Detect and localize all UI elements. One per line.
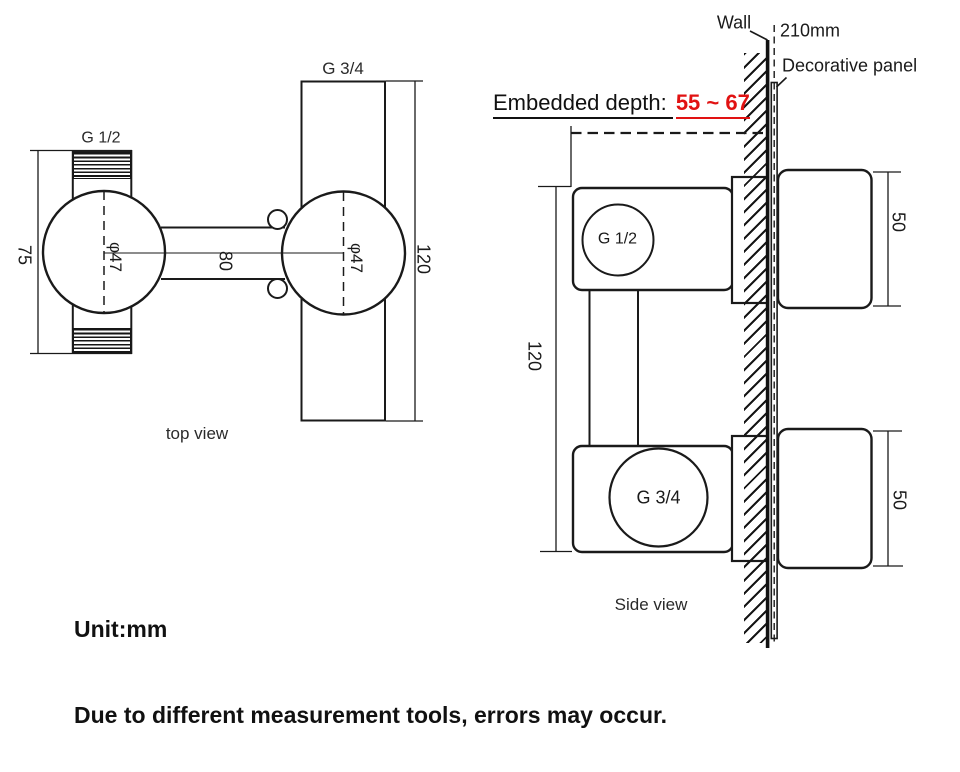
upper-port-circle <box>581 203 655 277</box>
screw-circle-bottom <box>267 278 288 299</box>
lower-port-circle <box>608 447 709 548</box>
upper-port-label: G 1/2 <box>597 230 638 248</box>
dim-80-label: 80 <box>215 250 236 272</box>
dim-75-label: 75 <box>14 244 35 266</box>
panel-length-label: 210mm <box>780 20 841 41</box>
dim-50-lower-lines <box>873 430 903 567</box>
dim-50-upper-label: 50 <box>888 211 909 233</box>
top-view-drawing <box>30 80 423 422</box>
screw-circle-top <box>267 209 288 230</box>
wall-section-line <box>765 40 770 648</box>
upper-knob <box>776 168 873 310</box>
unit-note: Unit:mm <box>74 616 168 642</box>
dim-120-side-lines <box>538 185 572 553</box>
inlet-thread-hatch-bottom <box>72 328 132 353</box>
embedded-depth-label: Embedded depth: 55 ~ 67 <box>493 90 750 119</box>
top-view-caption: top view <box>165 424 229 444</box>
embedded-depth-range: 55 ~ 67 <box>675 90 750 119</box>
lower-knob <box>776 427 873 570</box>
embedded-depth-prefix: Embedded depth: <box>493 90 673 119</box>
dim-120-side-label: 120 <box>524 340 545 372</box>
dim-75-lines <box>30 149 132 355</box>
disclaimer-note: Due to different measurement tools, erro… <box>74 702 668 728</box>
dim-120-top-lines <box>386 80 423 422</box>
diameter-left-label: φ47 <box>105 242 125 272</box>
wall-leader-line <box>749 30 768 41</box>
panel-leader-line <box>775 76 788 88</box>
outlet-pipe-label: G 3/4 <box>322 59 364 79</box>
inlet-thread-label: G 1/2 <box>81 129 121 147</box>
wall-hatch <box>744 53 766 643</box>
side-view-caption: Side view <box>614 595 688 615</box>
dim-50-upper-lines <box>873 171 901 307</box>
inlet-thread-hatch-top <box>72 152 132 179</box>
dim-50-lower-label: 50 <box>889 489 910 511</box>
lower-port-label: G 3/4 <box>636 487 681 508</box>
dim-120-top-label: 120 <box>413 243 434 275</box>
wall-label: Wall <box>716 12 752 33</box>
decorative-panel-label: Decorative panel <box>782 55 918 76</box>
diameter-right-label: φ47 <box>346 243 366 273</box>
